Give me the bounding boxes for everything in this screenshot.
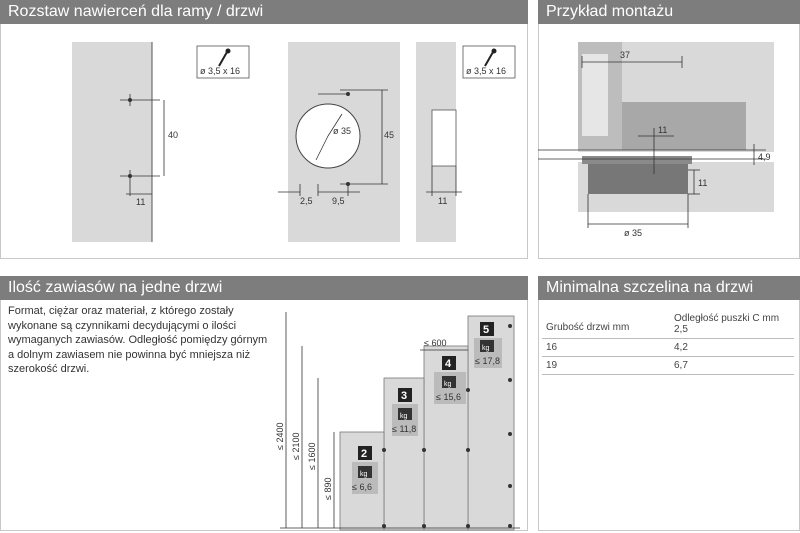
side-cup	[431, 109, 457, 167]
step-badge-2: 2 kg ≤ 6,6	[352, 446, 378, 494]
door-step-3	[383, 377, 425, 531]
spacing-panel: Rozstaw nawierceń dla ramy / drzwi 40 11…	[0, 0, 528, 260]
kg-icon: kg	[400, 413, 408, 420]
weight-5: ≤ 17,8	[475, 356, 500, 366]
dim-11-side: 11	[698, 178, 707, 188]
gap-cell: 6,7	[670, 356, 794, 375]
height-label-1600: ≤ 1600	[307, 443, 317, 470]
dim-9-5: 9,5	[332, 196, 345, 206]
thickness-cell: 19	[542, 356, 670, 375]
screw-icon	[484, 48, 497, 67]
count-panel-title: Ilość zawiasów na jedne drzwi	[0, 276, 528, 300]
svg-text:3: 3	[401, 390, 407, 402]
gap-cell: 4,2	[670, 338, 794, 357]
table-header-row: Grubość drzwi mm Odległość puszki C mm 2…	[542, 310, 794, 339]
cup	[588, 164, 688, 194]
dim-cup-35: ø 35	[624, 228, 642, 238]
count-description: Format, ciężar oraz materiał, z którego …	[8, 305, 268, 375]
step-badge-4: 4 kg ≤ 15,6	[434, 356, 466, 404]
weight-2: ≤ 6,6	[352, 482, 372, 492]
svg-text:4: 4	[445, 358, 452, 370]
kg-icon: kg	[360, 471, 368, 478]
count-panel: Ilość zawiasów na jedne drzwi Format, ci…	[0, 276, 528, 533]
kg-icon: kg	[444, 381, 452, 388]
step-badge-3: 3 kg ≤ 11,8	[392, 388, 418, 436]
dim-2-5: 2,5	[300, 196, 313, 206]
gap-panel-title: Minimalna szczelina na drzwi	[538, 276, 800, 300]
col-gap-header-label: Odległość puszki C mm	[674, 313, 780, 324]
frame-plate	[72, 42, 152, 242]
thickness-cell: 16	[542, 338, 670, 357]
screw-label-1: ø 3,5 x 16	[200, 66, 240, 76]
width-label: ≤ 600	[424, 338, 446, 348]
screw-icon	[218, 48, 231, 67]
col-gap-header-sub: 2,5	[674, 324, 688, 335]
mounting-diagram: 37 11 4,9 11 ø 35	[538, 42, 774, 238]
dim-11-right: 11	[438, 196, 447, 206]
col-gap-header: Odległość puszki C mm 2,5	[670, 310, 794, 339]
weight-3: ≤ 11,8	[392, 424, 416, 434]
mounting-panel: Przykład montażu 37 11 4,9	[538, 0, 800, 260]
col-thickness-header: Grubość drzwi mm	[542, 310, 670, 339]
svg-text:2: 2	[361, 448, 367, 460]
screw-label-2: ø 3,5 x 16	[466, 66, 506, 76]
spacing-diagram: 40 11 ø 3,5 x 16 ø 35 45 2,5	[72, 42, 516, 242]
table-row: 16 4,2	[542, 338, 794, 357]
dim-45: 45	[384, 130, 394, 140]
mounting-panel-title: Przykład montażu	[538, 0, 800, 24]
height-label-890: ≤ 890	[323, 478, 333, 500]
dim-37: 37	[620, 50, 630, 60]
gap-table: Grubość drzwi mm Odległość puszki C mm 2…	[542, 310, 794, 375]
spacing-panel-border	[0, 24, 528, 259]
spacing-panel-title: Rozstaw nawierceń dla ramy / drzwi	[0, 0, 528, 24]
kg-icon: kg	[482, 345, 490, 352]
screw-box-2	[462, 45, 516, 79]
gap-panel: Minimalna szczelina na drzwi Grubość drz…	[538, 276, 800, 533]
dim-11-top: 11	[658, 125, 667, 135]
weight-4: ≤ 15,6	[436, 392, 461, 402]
screw-box-1	[196, 45, 250, 79]
step-badge-5: 5 kg ≤ 17,8	[474, 322, 502, 368]
count-diagram: ≤ 600 ≤ 2400 ≤ 2100 ≤ 1600 ≤ 890 2 kg ≤ …	[275, 312, 520, 531]
dim-35: ø 35	[333, 126, 351, 136]
height-label-2400: ≤ 2400	[275, 423, 285, 450]
dim-4-9: 4,9	[758, 152, 771, 162]
dim-11-left: 11	[136, 197, 145, 207]
svg-text:5: 5	[483, 324, 489, 336]
table-row: 19 6,7	[542, 356, 794, 375]
height-label-2100: ≤ 2100	[291, 433, 301, 460]
dim-40: 40	[168, 130, 178, 140]
count-panel-border	[0, 300, 528, 531]
